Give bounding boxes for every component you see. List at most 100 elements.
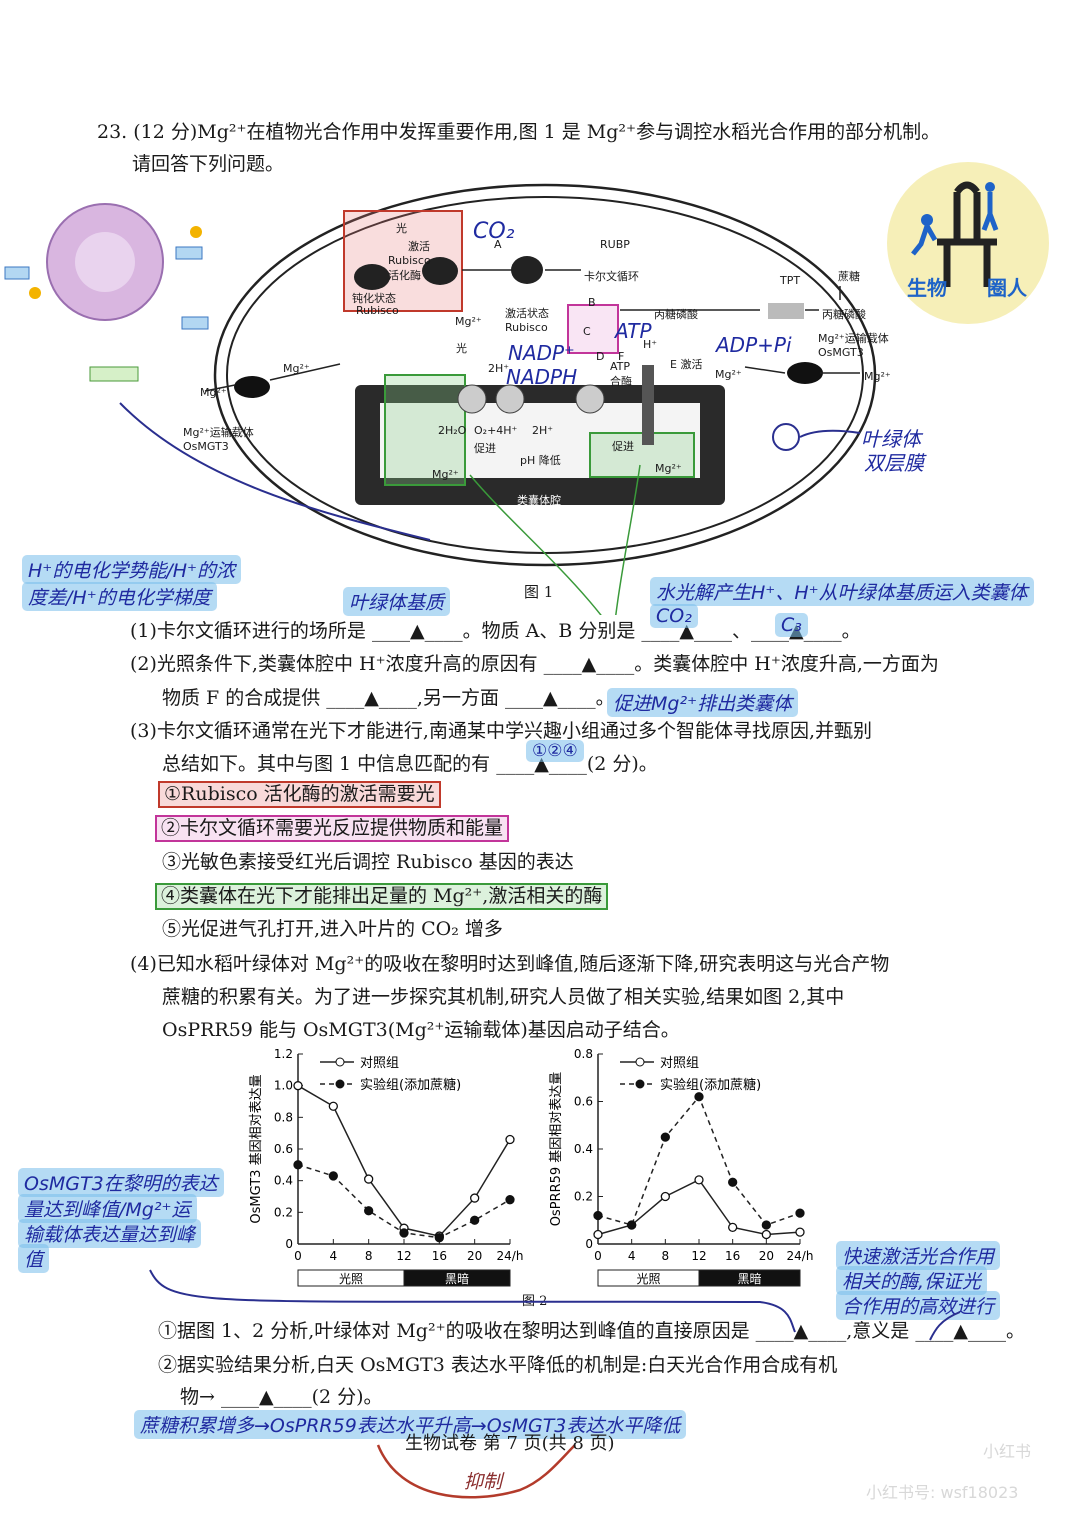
- y-tick-label: 0.2: [274, 1205, 293, 1219]
- data-point: [728, 1177, 738, 1187]
- label-atp-synthase: ATP 合酶: [610, 360, 632, 388]
- y-tick-label: 0.8: [274, 1110, 293, 1124]
- calvin-input-box: [567, 304, 619, 354]
- legend-label: 实验组(添加蔗糖): [660, 1077, 761, 1093]
- label-lumen: 类囊体腔: [517, 494, 561, 507]
- legend-marker: [635, 1079, 645, 1089]
- data-point: [434, 1233, 444, 1243]
- dark-period-bar: [403, 1269, 511, 1287]
- data-point: [593, 1229, 603, 1240]
- y-tick-label: 0.8: [574, 1047, 593, 1061]
- note-h-gradient-1: H⁺的电化学势能/H⁺的浓: [22, 555, 242, 584]
- question-header: 23. (12 分)Mg²⁺在植物光合作用中发挥重要作用,图 1 是 Mg²⁺参…: [97, 121, 941, 143]
- note-water-split: 水光解产生H⁺、H⁺从叶绿体基质运入类囊体: [650, 577, 1034, 606]
- figure-1-caption: 图 1: [524, 583, 554, 601]
- data-point: [694, 1175, 704, 1185]
- page-footer: 生物试卷 第 7 页(共 8 页): [405, 1433, 615, 1454]
- note-mg-out: 促进Mg²⁺排出类囊体: [607, 688, 799, 717]
- label-f: F: [618, 350, 625, 363]
- label-triose-2: 丙糖磷酸: [822, 308, 866, 321]
- x-tick-label: 8: [662, 1249, 670, 1263]
- note-inhibit: 抑制: [464, 1471, 503, 1493]
- data-point: [399, 1228, 409, 1238]
- label-mg-5: Mg²⁺: [655, 462, 682, 475]
- question-4a: (4)已知水稻叶绿体对 Mg²⁺的吸收在黎明时达到峰值,随后逐渐下降,研究表明这…: [130, 953, 890, 975]
- legend-marker: [335, 1079, 345, 1089]
- data-point: [627, 1220, 637, 1230]
- data-point: [694, 1092, 704, 1102]
- label-rubisco: Rubisco: [356, 304, 399, 317]
- data-point: [728, 1222, 738, 1233]
- label-promote: 促进: [474, 442, 496, 455]
- label-e-activate: E 激活: [670, 358, 703, 371]
- data-point: [505, 1134, 515, 1145]
- data-point: [328, 1101, 338, 1111]
- x-tick-label: 20: [467, 1249, 482, 1263]
- mg-box-left: [384, 374, 466, 486]
- x-tick-label: 16: [725, 1249, 740, 1263]
- label-h: H⁺: [643, 338, 658, 351]
- dark-period-bar: [698, 1269, 801, 1287]
- question-4-1: ①据图 1、2 分析,叶绿体对 Mg²⁺的吸收在黎明达到峰值的直接原因是 ___…: [158, 1320, 1025, 1342]
- y-tick-label: 0.6: [274, 1142, 293, 1156]
- note-answer-a: CO₂: [650, 604, 698, 628]
- note-nadph: NADPH: [506, 365, 578, 389]
- x-tick-label: 16: [432, 1249, 447, 1263]
- y-tick-label: 0: [285, 1237, 293, 1251]
- label-triose: 丙糖磷酸: [654, 308, 698, 321]
- label-promote-2: 促进: [612, 440, 634, 453]
- note-membrane-2: 双层膜: [864, 451, 924, 475]
- label-mg-4: Mg²⁺: [432, 468, 459, 481]
- label-mg-1: Mg²⁺: [455, 315, 482, 328]
- label-activase: Rubisco 活化酶: [388, 254, 431, 282]
- question-4c: OsPRR59 能与 OsMGT3(Mg²⁺运输载体)基因启动子结合。: [162, 1019, 680, 1041]
- label-light-2: 光: [456, 342, 467, 355]
- light-period-label: 光照: [339, 1272, 363, 1286]
- data-point: [660, 1191, 670, 1202]
- note-stroma: 叶绿体基质: [343, 587, 451, 616]
- note-answer-b: C₃: [775, 613, 808, 637]
- label-mg-2: Mg²⁺: [283, 362, 310, 375]
- option-2: ②卡尔文循环需要光反应提供物质和能量: [155, 815, 510, 842]
- y-tick-label: 0.2: [574, 1190, 593, 1204]
- tpt-transporter: [768, 303, 804, 319]
- biology-logo: 生物 圈人: [887, 162, 1049, 324]
- label-water: 2H₂O: [438, 424, 467, 437]
- inhibit-arc: [376, 1444, 576, 1499]
- note-nadp: NADP⁺: [508, 341, 575, 365]
- dark-period-label: 黑暗: [737, 1271, 761, 1286]
- label-tpt: TPT: [780, 274, 801, 287]
- series-line-2: [597, 1095, 801, 1226]
- y-tick-label: 0.4: [274, 1174, 293, 1188]
- label-light: 光: [396, 222, 407, 235]
- label-o2: O₂+4H⁺: [474, 424, 518, 437]
- label-calvin: 卡尔文循环: [584, 270, 639, 283]
- legend-label: 对照组: [660, 1056, 699, 1071]
- dark-period-label: 黑暗: [445, 1271, 469, 1286]
- legend-marker: [335, 1057, 345, 1067]
- label-c: C: [583, 325, 591, 338]
- chloroplast-outer-membrane: [213, 183, 877, 567]
- label-2h: 2H⁺: [488, 362, 510, 375]
- question-4-2b: 物→ ____▲____(2 分)。: [180, 1386, 383, 1408]
- light-period-label: 光照: [636, 1272, 660, 1286]
- y-axis-label: OsPRR59 基因相对表达量: [549, 1072, 564, 1227]
- data-point: [505, 1195, 515, 1205]
- y-tick-label: 0.6: [574, 1095, 593, 1109]
- data-point: [660, 1132, 670, 1142]
- data-point: [293, 1081, 303, 1091]
- legend-marker: [635, 1057, 645, 1067]
- y-tick-label: 0.4: [574, 1142, 593, 1156]
- note-4-1d: 值: [18, 1244, 50, 1273]
- note-4-1b: 量达到峰值/Mg²⁺运: [18, 1194, 197, 1223]
- data-point: [761, 1229, 771, 1240]
- label-transporter-right: Mg²⁺运输载体 OsMGT3: [818, 332, 889, 359]
- question-2a: (2)光照条件下,类囊体腔中 H⁺浓度升高的原因有 ____▲____。类囊体腔…: [130, 653, 939, 675]
- watermark-brand: 小红书: [983, 1442, 1032, 1461]
- data-point: [593, 1210, 603, 1221]
- label-b: B: [588, 296, 596, 309]
- figure-1-diagram: [4, 183, 877, 615]
- note-4-2: 蔗糖积累增多→OsPRR59表达水平升高→OsMGT3表达水平降低: [134, 1410, 687, 1439]
- note-membrane: 叶绿体: [861, 427, 921, 451]
